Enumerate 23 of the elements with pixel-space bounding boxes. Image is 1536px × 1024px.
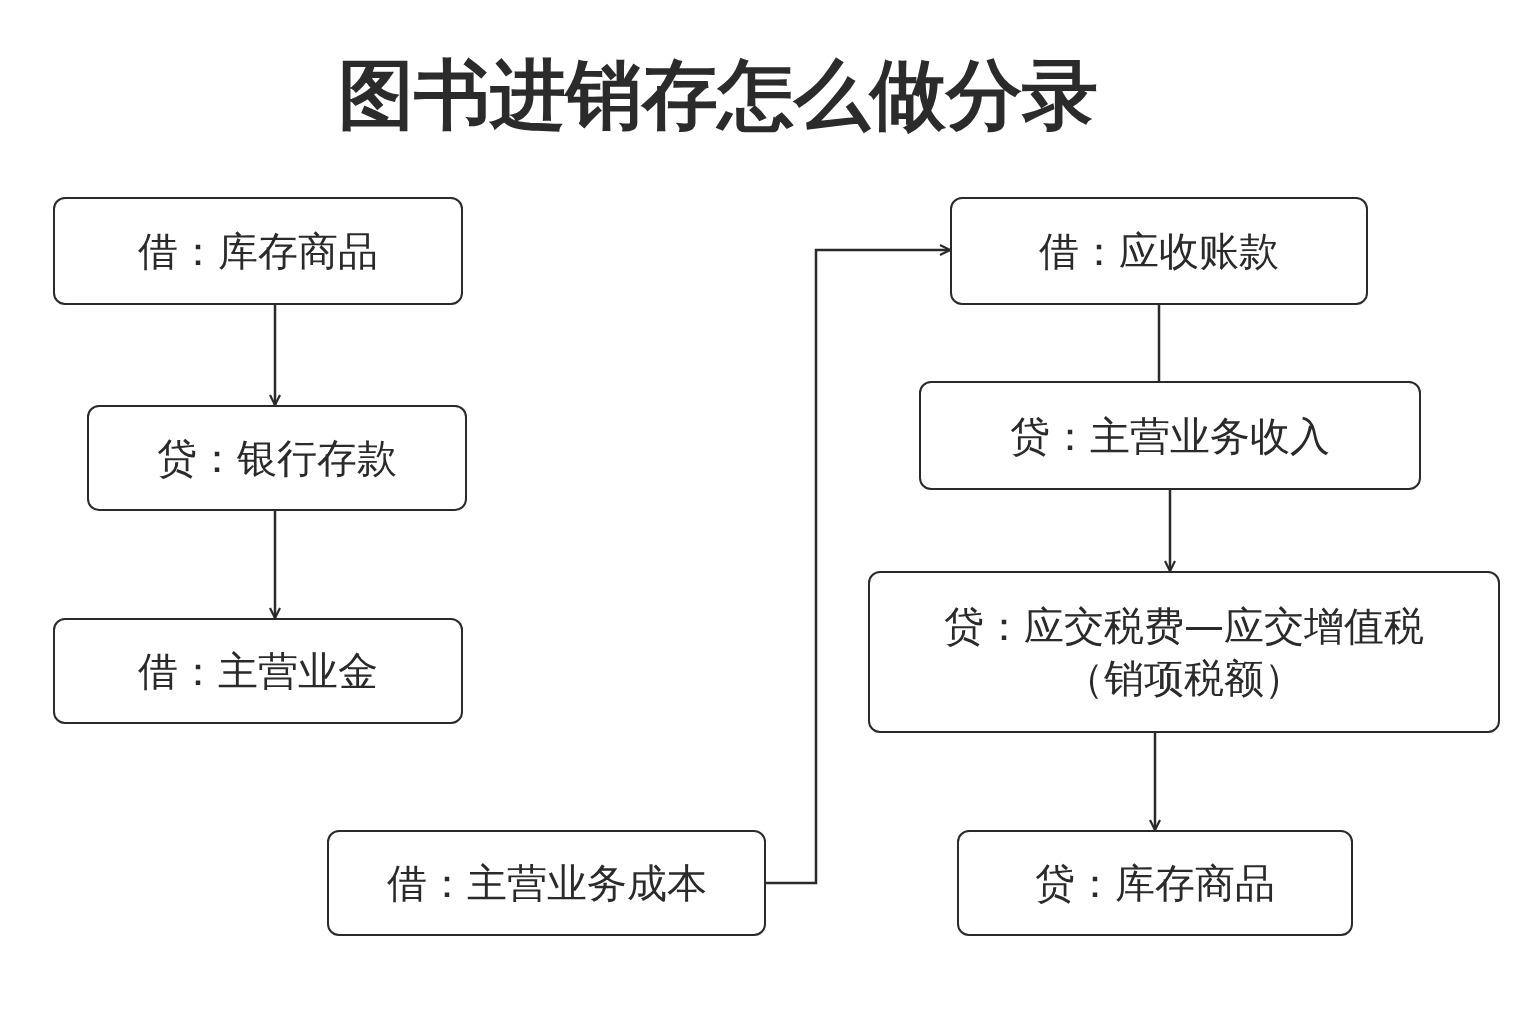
entry-text: 贷：银行存款 [157,434,397,483]
entry-text: 贷：应交税费—应交增值税（销项税额） [943,602,1425,703]
arrow [268,511,282,620]
arrow [1148,733,1162,832]
entry-box [53,618,463,724]
arrow [766,243,952,885]
entry-box [53,197,463,305]
entry-box [327,830,766,936]
entry-text: 贷：主营业务收入 [1010,411,1330,461]
entry-box [957,830,1353,936]
entry-box [868,571,1500,733]
entry-box [87,405,467,511]
entry-text: 贷：库存商品 [1035,859,1275,908]
entry-text: 借：库存商品 [138,227,378,276]
arrow [1163,490,1177,573]
entry-box [950,197,1368,305]
entry-text: 借：主营业务成本 [386,859,707,908]
entry-text: 借：应收账款 [1039,227,1279,276]
entry-box [919,381,1421,490]
diagram-title: 图书进销存怎么做分录 [337,49,1099,141]
arrow [268,305,282,407]
connector-line [1157,305,1161,381]
entry-text: 借：主营业金 [138,647,378,696]
